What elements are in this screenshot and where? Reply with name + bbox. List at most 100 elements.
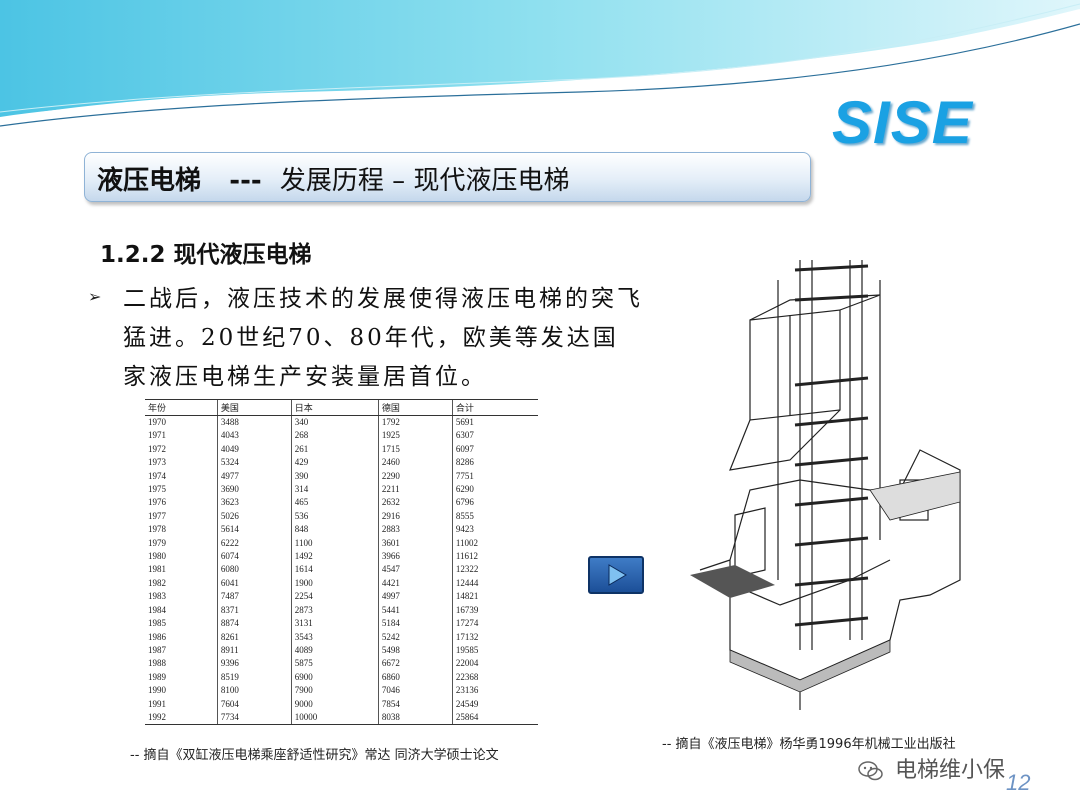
table-cell: 8874 [216, 617, 292, 631]
table-header-cell: 日本 [290, 399, 379, 416]
table-cell: 3543 [290, 630, 379, 644]
table-cell: 536 [290, 509, 379, 524]
slide-title: 液压电梯 --- 发展历程 – 现代液压电梯 [97, 160, 569, 197]
table-cell: 1980 [148, 551, 166, 562]
table-cell: 4043 [216, 429, 292, 443]
watermark-text: 电梯维小保 [895, 758, 1006, 783]
wechat-icon [858, 761, 883, 781]
table-cell: 2290 [377, 469, 453, 484]
table-cell: 1982 [148, 577, 166, 588]
table-cell: 6074 [216, 550, 292, 564]
table-cell: 7604 [216, 697, 292, 711]
source-caption-right: -- 摘自《液压电梯》杨华勇1996年机械工业出版社 [662, 737, 956, 752]
table-cell: 23136 [451, 684, 538, 698]
table-cell: 6900 [290, 670, 379, 685]
table-cell: 17132 [451, 630, 538, 644]
table-cell: 10000 [290, 710, 379, 726]
table-cell: 6080 [216, 563, 292, 577]
table-cell: 6222 [216, 536, 292, 551]
table-cell: 22004 [451, 657, 538, 671]
table-header-row: 年份 美国 日本 德国 合计 [145, 399, 538, 416]
table-cell: 1614 [290, 563, 379, 577]
table-cell: 24549 [451, 697, 538, 711]
table-cell: 4049 [216, 442, 292, 457]
table-cell: 8038 [377, 710, 453, 726]
table-cell: 1715 [377, 442, 453, 457]
table-cell: 3623 [216, 496, 292, 510]
table-cell: 12444 [451, 576, 538, 591]
table-cell: 1984 [148, 604, 166, 615]
table-cell: 9000 [290, 697, 379, 711]
table-cell: 8286 [451, 456, 538, 470]
table-cell: 3488 [216, 415, 292, 430]
table-cell: 1974 [148, 470, 166, 481]
table-cell: 9396 [216, 657, 292, 671]
table-cell: 1985 [148, 618, 166, 629]
table-cell: 5184 [377, 617, 453, 631]
table-cell: 22368 [451, 670, 538, 685]
table-cell: 2211 [377, 483, 453, 497]
table-cell: 7900 [290, 684, 379, 698]
table-cell: 3690 [216, 483, 292, 497]
table-cell: 1992 [145, 710, 218, 726]
table-cell: 2460 [377, 456, 453, 470]
table-cell: 1100 [290, 536, 379, 551]
table-cell: 11002 [451, 536, 538, 551]
table-cell: 7734 [216, 710, 292, 726]
header-wave-decoration [0, 0, 1080, 127]
table-cell: 1989 [148, 671, 166, 682]
table-cell: 429 [290, 456, 379, 470]
table-cell: 6860 [377, 670, 453, 685]
table-cell: 4977 [216, 469, 292, 484]
table-cell: 2916 [377, 509, 453, 524]
table-cell: 9423 [451, 523, 538, 537]
table-header-cell: 年份 [145, 399, 218, 416]
table-cell: 1986 [148, 631, 166, 642]
source-caption-left: -- 摘自《双缸液压电梯乘座舒适性研究》常达 同济大学硕士论文 [130, 748, 499, 763]
body-paragraph: 二战后，液压技术的发展使得液压电梯的突飞猛进。20世纪70、80年代，欧美等发达… [123, 286, 643, 390]
table-cell: 8261 [216, 630, 292, 644]
table-cell: 19585 [451, 643, 538, 658]
table-cell: 1981 [148, 564, 166, 575]
table-cell: 5324 [216, 456, 292, 470]
table-cell: 6290 [451, 483, 538, 497]
table-cell: 390 [290, 469, 379, 484]
table-cell: 268 [290, 429, 379, 443]
hydraulic-elevator-illustration [690, 260, 961, 710]
table-cell: 4421 [377, 576, 453, 591]
title-main: 液压电梯 [97, 166, 202, 196]
table-cell: 3966 [377, 550, 453, 564]
table-cell: 1976 [148, 497, 166, 508]
table-cell: 7751 [451, 469, 538, 484]
table-header-cell: 美国 [216, 399, 292, 416]
section-heading: 1.2.2 现代液压电梯 [100, 242, 312, 268]
table-cell: 5498 [377, 643, 453, 658]
table-header-cell: 合计 [451, 399, 538, 416]
table-header-cell: 德国 [377, 399, 453, 416]
table-cell: 4089 [290, 643, 379, 658]
table-cell: 1900 [290, 576, 379, 591]
table-cell: 25864 [451, 710, 538, 726]
table-cell: 5242 [377, 630, 453, 644]
play-button[interactable] [588, 556, 644, 594]
table-cell: 6097 [451, 442, 538, 457]
table-cell: 340 [290, 415, 379, 430]
table-cell: 12322 [451, 563, 538, 577]
table-cell: 1925 [377, 429, 453, 443]
bullet-arrow-icon: ➢ [88, 287, 102, 306]
table-cell: 3601 [377, 536, 453, 551]
table-cell: 6307 [451, 429, 538, 443]
